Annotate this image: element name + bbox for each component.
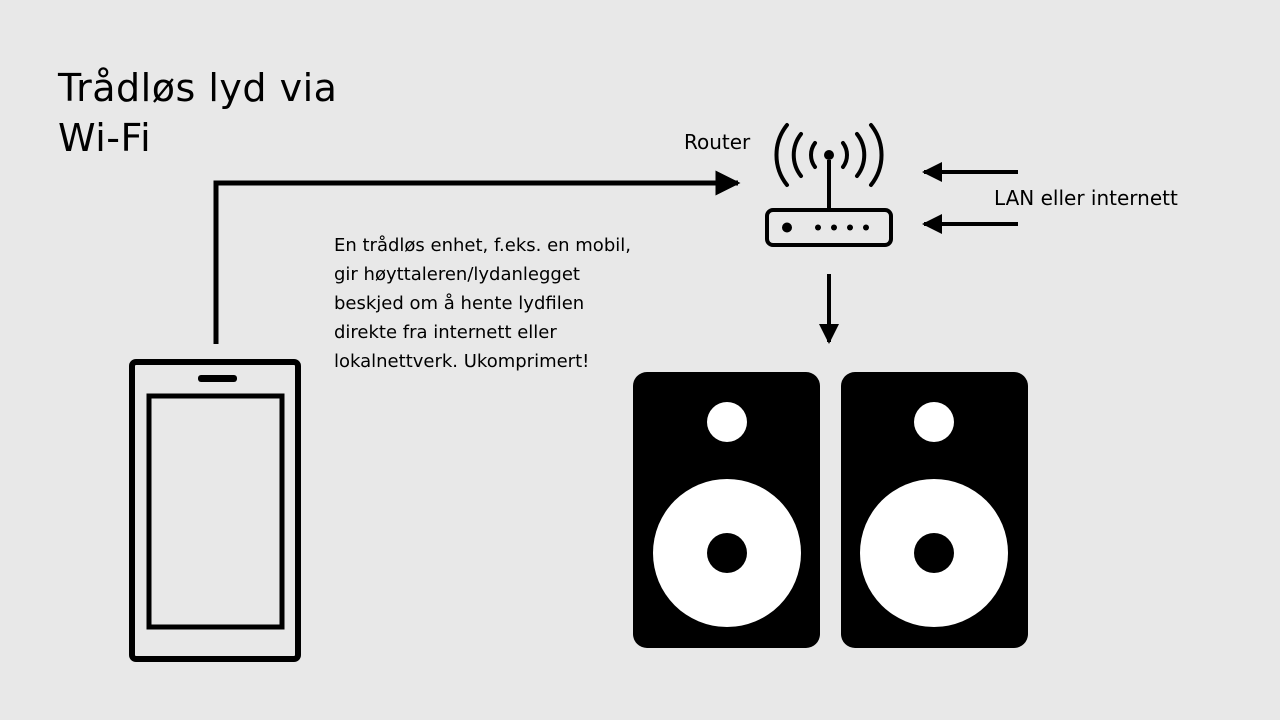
description-line: lokalnettverk. Ukomprimert! [334,351,590,372]
wifi-router-icon [765,123,893,247]
speaker-icon [841,372,1028,648]
smartphone-icon [129,359,301,662]
speaker-icon [633,372,820,648]
description-line: direkte fra internett eller [334,322,557,343]
description-text: En trådløs enhet, f.eks. en mobil, gir h… [334,231,631,376]
description-line: En trådløs enhet, f.eks. en mobil, [334,235,631,256]
diagram-title: Trådløs lyd via Wi-Fi [58,63,337,163]
title-line-2: Wi-Fi [58,116,152,161]
phone-to-router-arrow [213,170,741,344]
title-line-1: Trådløs lyd via [58,66,338,111]
description-line: gir høyttaleren/lydanlegget [334,264,580,285]
lan-label: LAN eller internett [994,186,1178,210]
router-label: Router [684,130,751,154]
description-line: beskjed om å hente lydfilen [334,293,585,314]
